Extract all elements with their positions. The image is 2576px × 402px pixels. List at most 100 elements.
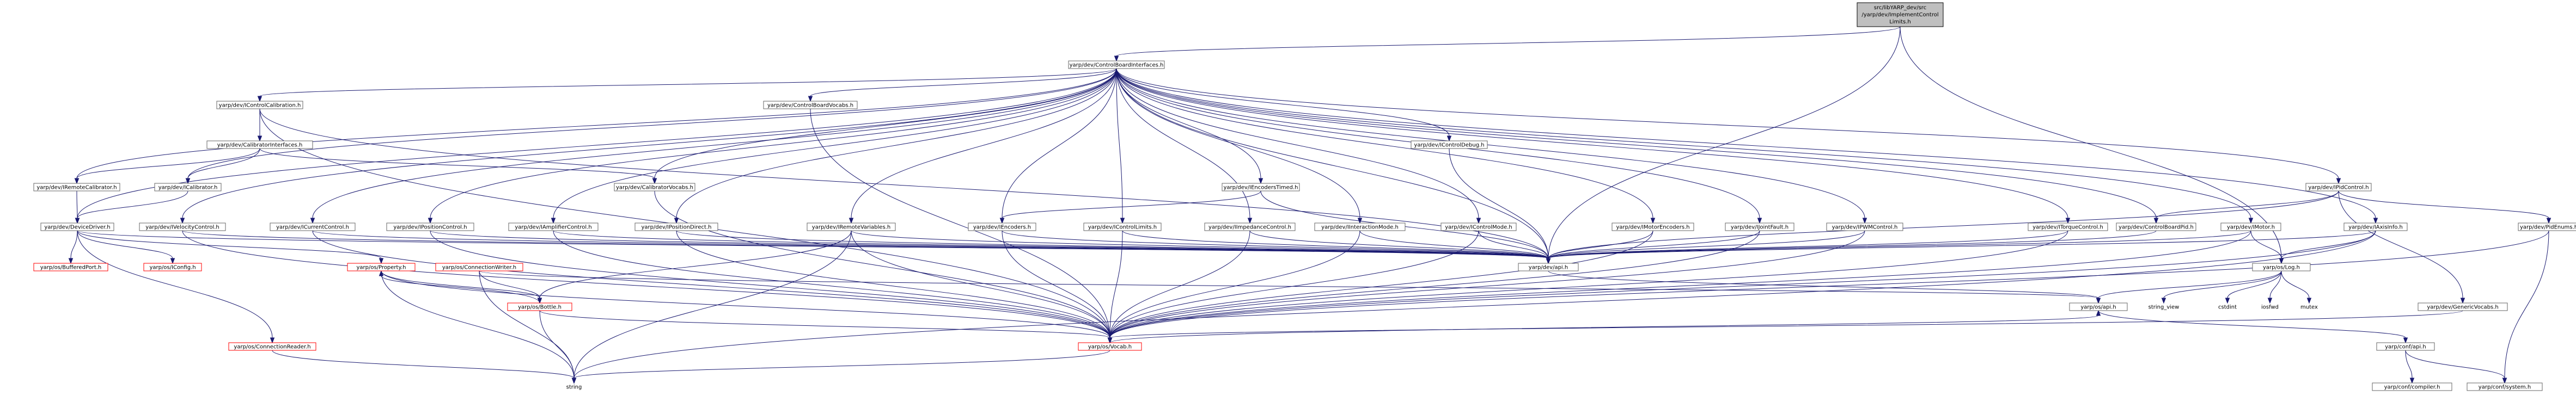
- edge-icontrolmode-to-devapi: [1478, 230, 1551, 264]
- edge-cbi-to-ipwmcontrol: [1116, 68, 1867, 224]
- node-label: iosfwd: [2261, 305, 2279, 311]
- node-cbvocabs[interactable]: yarp/dev/ControlBoardVocabs.h: [763, 101, 858, 109]
- node-iimpedancecontrol[interactable]: yarp/dev/IImpedanceControl.h: [1204, 222, 1296, 231]
- edge-connectionreader-to-string: [272, 350, 577, 384]
- node-iamplifiercontrol[interactable]: yarp/dev/IAmplifierControl.h: [508, 222, 599, 231]
- node-cbi[interactable]: yarp/dev/ControlBoardInterfaces.h: [1068, 60, 1165, 69]
- edge-cbi-to-icurrentcontrol: [310, 68, 1117, 224]
- node-label: cstdint: [2218, 305, 2237, 311]
- node-connectionwriter[interactable]: yarp/os/ConnectionWriter.h: [435, 263, 523, 271]
- node-label: string_view: [2148, 305, 2180, 311]
- node-icontrolcalibration[interactable]: yarp/dev/IControlCalibration.h: [216, 101, 303, 109]
- edge-calibinterfaces-to-calibvocabs: [259, 148, 657, 184]
- node-label: yarp/conf/system.h: [2479, 385, 2531, 391]
- edge-ipidcontrol-to-pidenums: [2338, 190, 2551, 224]
- edge-cbi-to-icontrollimits: [1116, 68, 1125, 224]
- node-label-line: /yarp/dev/ImplementControl: [1861, 12, 1938, 18]
- node-label: yarp/dev/IPositionControl.h: [393, 225, 467, 231]
- node-iremotevariables[interactable]: yarp/dev/IRemoteVariables.h: [807, 222, 896, 231]
- node-label: yarp/dev/IImpedanceControl.h: [1208, 225, 1291, 231]
- node-iremotecalibrator[interactable]: yarp/dev/IRemoteCalibrator.h: [33, 183, 120, 191]
- node-calibinterfaces[interactable]: yarp/dev/CalibratorInterfaces.h: [206, 140, 313, 149]
- node-iinteractionmode[interactable]: yarp/dev/IInteractionMode.h: [1314, 222, 1406, 231]
- edge-cbi-to-controlboardpid: [1116, 68, 2159, 224]
- node-ipidcontrol[interactable]: yarp/dev/IPidControl.h: [2305, 183, 2372, 191]
- node-calibvocabs[interactable]: yarp/dev/CalibratorVocabs.h: [614, 183, 695, 191]
- edge-imotor-to-oslog: [2250, 230, 2284, 264]
- node-ipositioncontrol[interactable]: yarp/dev/IPositionControl.h: [386, 222, 474, 231]
- edge-imotorencoders-to-devapi: [1546, 230, 1653, 264]
- node-label: yarp/dev/IRemoteVariables.h: [812, 225, 890, 231]
- graph-edges: [68, 26, 2551, 384]
- node-icalibrator[interactable]: yarp/dev/ICalibrator.h: [154, 183, 222, 191]
- node-label: yarp/dev/IMotor.h: [2227, 225, 2275, 231]
- edge-iremotecalibrator-to-devicedriver: [75, 190, 80, 224]
- edge-controlboardpid-to-devapi: [1546, 230, 2157, 264]
- edge-connectionwriter-to-bottle: [479, 270, 542, 304]
- node-label: yarp/dev/IPositionDirect.h: [641, 225, 711, 231]
- node-devapi[interactable]: yarp/dev/api.h: [1518, 263, 1579, 271]
- node-label: yarp/os/Bottle.h: [518, 305, 561, 311]
- node-label-line: src/libYARP_dev/src: [1874, 5, 1926, 11]
- node-osapi[interactable]: yarp/os/api.h: [2069, 302, 2128, 311]
- node-iencoderstimed[interactable]: yarp/dev/IEncodersTimed.h: [1222, 183, 1300, 191]
- node-label: yarp/dev/IPWMControl.h: [1832, 225, 1898, 231]
- edge-cbi-to-itorquecontrol: [1116, 68, 2071, 224]
- node-iaxisinfo[interactable]: yarp/dev/IAxisInfo.h: [2343, 222, 2408, 231]
- node-label: yarp/os/Vocab.h: [1088, 344, 1132, 350]
- graph-nodes: src/libYARP_dev/src/yarp/dev/ImplementCo…: [33, 2, 2576, 391]
- node-controlboardpid[interactable]: yarp/dev/ControlBoardPid.h: [2116, 222, 2196, 231]
- node-label: yarp/dev/GenericVocabs.h: [2427, 305, 2498, 311]
- edge-itorquecontrol-to-devapi: [1546, 230, 2068, 264]
- edge-ipidcontrol-to-genericvocabs: [2338, 190, 2465, 304]
- node-icontroldebug[interactable]: yarp/dev/IControlDebug.h: [1411, 140, 1488, 149]
- edge-imotor-to-devapi: [1546, 230, 2251, 264]
- edge-connectionwriter-to-string: [479, 270, 577, 384]
- edge-iremotevariables-to-devapi: [851, 230, 1551, 264]
- node-icontrolmode[interactable]: yarp/dev/IControlMode.h: [1440, 222, 1517, 231]
- edge-iinteractionmode-to-devapi: [1359, 230, 1551, 264]
- node-ivelocitycontrol[interactable]: yarp/dev/IVelocityControl.h: [139, 222, 226, 231]
- edge-cbi-to-iinteractionmode: [1116, 68, 1363, 224]
- node-pidenums[interactable]: yarp/dev/PidEnums.h: [2518, 222, 2576, 231]
- node-devicedriver[interactable]: yarp/dev/DeviceDriver.h: [40, 222, 114, 231]
- node-confapi[interactable]: yarp/conf/api.h: [2376, 342, 2435, 351]
- node-vocab[interactable]: yarp/os/Vocab.h: [1078, 342, 1142, 351]
- node-imotor[interactable]: yarp/dev/IMotor.h: [2220, 222, 2281, 231]
- edge-icalibrator-to-devicedriver: [75, 190, 188, 224]
- node-genericvocabs[interactable]: yarp/dev/GenericVocabs.h: [2418, 302, 2508, 311]
- node-label: yarp/dev/IControlCalibration.h: [219, 103, 301, 109]
- node-iencoders[interactable]: yarp/dev/IEncoders.h: [968, 222, 1036, 231]
- edge-iaxisinfo-to-devapi: [1546, 230, 2376, 264]
- node-icontrollimits[interactable]: yarp/dev/IControlLimits.h: [1083, 222, 1162, 231]
- edge-calibvocabs-to-vocab: [654, 190, 1113, 344]
- node-imotorencoders[interactable]: yarp/dev/IMotorEncoders.h: [1611, 222, 1694, 231]
- node-confsystem[interactable]: yarp/conf/system.h: [2467, 382, 2543, 391]
- node-bottle[interactable]: yarp/os/Bottle.h: [507, 302, 572, 311]
- edge-cbi-to-iaxisinfo: [1116, 68, 2378, 224]
- node-icurrentcontrol[interactable]: yarp/dev/ICurrentControl.h: [270, 222, 356, 231]
- node-label: yarp/dev/CalibratorInterfaces.h: [217, 143, 303, 149]
- node-ijointfault[interactable]: yarp/dev/IJointFault.h: [1725, 222, 1794, 231]
- edge-confapi-to-confcompiler: [2405, 350, 2415, 384]
- node-label: yarp/dev/IMotorEncoders.h: [1616, 225, 1689, 231]
- node-itorquecontrol[interactable]: yarp/dev/ITorqueControl.h: [2028, 222, 2108, 231]
- edge-property-to-vocab: [381, 270, 1113, 344]
- edge-iremotevariables-to-string: [571, 230, 852, 384]
- node-bufferedport[interactable]: yarp/os/BufferedPort.h: [33, 263, 108, 271]
- node-connectionreader[interactable]: yarp/os/ConnectionReader.h: [228, 342, 316, 351]
- node-oslog[interactable]: yarp/os/Log.h: [2252, 263, 2311, 271]
- edge-osapi-to-confapi: [2098, 310, 2408, 344]
- node-label: yarp/dev/IEncoders.h: [973, 225, 1031, 231]
- node-property[interactable]: yarp/os/Property.h: [347, 263, 416, 271]
- edge-calibinterfaces-to-icalibrator: [185, 148, 260, 184]
- node-label: yarp/dev/ControlBoardPid.h: [2119, 225, 2194, 231]
- node-ipwmcontrol[interactable]: yarp/dev/IPWMControl.h: [1826, 222, 1903, 231]
- edge-root-to-cbi: [1114, 26, 1901, 62]
- node-iconfig[interactable]: yarp/os/IConfig.h: [143, 263, 202, 271]
- edge-vocab-to-string: [571, 350, 1110, 384]
- node-label: yarp/os/Property.h: [357, 265, 406, 271]
- node-confcompiler[interactable]: yarp/conf/compiler.h: [2372, 382, 2452, 391]
- edge-oslog-to-mutex: [2281, 270, 2312, 304]
- node-ipositiondirect[interactable]: yarp/dev/IPositionDirect.h: [634, 222, 718, 231]
